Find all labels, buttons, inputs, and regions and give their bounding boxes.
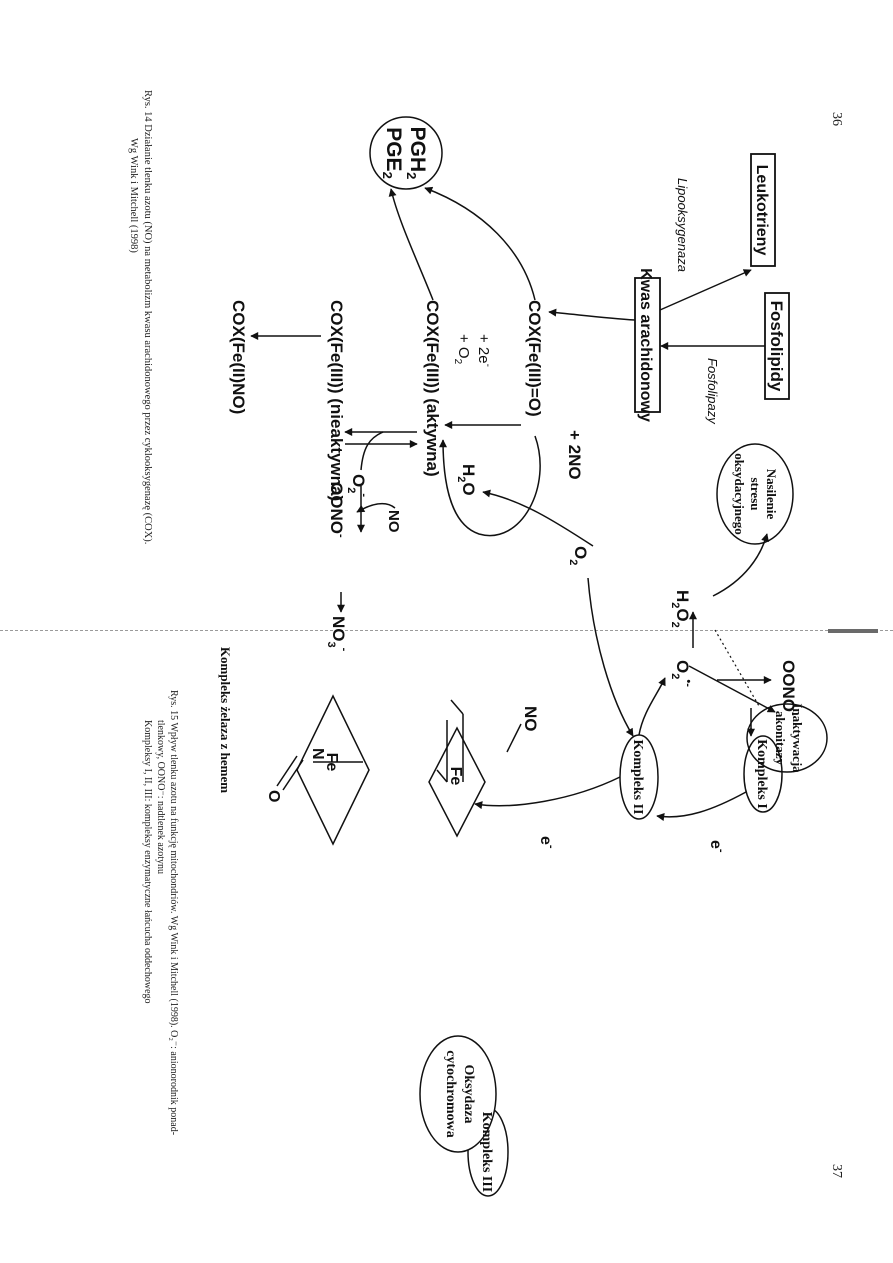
cox-nieaktywna-label: COX(Fe(III)) (nieaktywna): [327, 300, 346, 501]
oksydaza-label-line1: Oksydaza: [461, 1064, 476, 1123]
arrow-k2-o2radical: [638, 677, 666, 736]
o2-radical-label: O2-: [345, 474, 370, 497]
plus-2e-label: + 2e-: [475, 334, 493, 367]
arrow-cox-aktywna-pg: [388, 188, 434, 301]
fig14-caption-line1: Rys. 14 Działanie tlenku azotu (NO) na m…: [142, 90, 153, 544]
nasilenie-ellipse: [716, 443, 794, 545]
arrow-o2radical-inaktywacja: [688, 665, 776, 713]
arrow-h2o2-inaktywacja: [714, 629, 760, 707]
nasilenie-label-line3: oksydacyjnego: [732, 453, 747, 535]
o2-label: O2: [567, 546, 590, 565]
arrow-o2-h2o: [482, 489, 594, 547]
fosfolipazy-label: Fosfolipazy: [705, 358, 720, 425]
nasilenie-label-line1: Nasilenie: [764, 469, 779, 520]
kompleks-ii-label: Kompleks II: [630, 739, 645, 814]
equilibrium-barb-2: [436, 769, 448, 783]
heme-diamond-top: [428, 726, 486, 838]
e1-label: e-: [707, 840, 727, 853]
kwas-arachidonowy-box: [634, 277, 661, 413]
leukotrieny-box: [750, 153, 776, 267]
arrow-superoxide-release: [360, 431, 384, 471]
arrow-kwas-leukotrieny: [659, 269, 752, 311]
oksydaza-label-line2: cytochromowa: [443, 1050, 458, 1138]
kwas-arachidonowy-label: Kwas arachidonowy: [637, 268, 654, 422]
o-atom-label: O: [265, 790, 282, 802]
e2-label: e-: [537, 836, 557, 849]
equilibrium-barb-1: [450, 699, 464, 715]
arrow-h2o2-nasilenie: [712, 533, 769, 597]
kompleks-i-ellipse: [743, 735, 783, 813]
pgh2-label: PGH2: [404, 127, 429, 180]
fosfolipidy-label: Fosfolipidy: [767, 301, 786, 392]
oono-label: OONO-: [327, 482, 347, 538]
plus-o2-label: + O2: [452, 334, 472, 365]
lipooksygenaza-label: Lipooksygenaza: [675, 178, 690, 272]
pgh2-pge2-circle: [369, 116, 443, 190]
kompleks-i-label: Kompleks I: [754, 739, 769, 809]
no-bracket: [506, 723, 522, 753]
nasilenie-label-line2: stresu: [748, 478, 763, 511]
n-o-bond-1: [282, 759, 304, 791]
cox-aktywna-label: COX(Fe(III)) (aktywna): [423, 300, 442, 477]
pge2-label: PGE2: [380, 127, 405, 179]
arrow-k2-oksydaza: [474, 776, 621, 810]
oono-label-15: OONO-: [779, 660, 799, 716]
leukotrieny-label: Leukotrieny: [753, 165, 770, 256]
oksydaza-ellipse: [419, 1035, 497, 1153]
arrow-k1-k2: [656, 791, 747, 821]
scan-divider: [0, 630, 893, 631]
arrow-o2-k2: [587, 577, 634, 737]
arrow-coxfeo-pg-top: [424, 186, 536, 301]
fig14-caption-line2: Wg Wink i Mitchell (1998): [128, 138, 139, 253]
o2-radical-label-15: O2•-: [669, 660, 694, 687]
kompleks-iii-label: Kompleks III: [479, 1112, 494, 1193]
fig15-caption-line3: Kompleksy I, II, III: kompleksy enzymaty…: [142, 720, 153, 1004]
fe-top-label: Fe: [447, 767, 464, 786]
cox-fe-o-label: COX(Fe(III)=O): [525, 300, 544, 417]
page-number-37: 37: [829, 1164, 844, 1178]
h2o2-label: H2O2: [669, 590, 692, 628]
fig15-caption-line1: Rys. 15 Wpływ tlenku azotu na funkcję mi…: [168, 690, 179, 1135]
fig15-caption-line2: tlenkowy, OONO⁻: nadtlenek azotynu: [155, 720, 166, 874]
no-label-15: NO: [521, 706, 540, 732]
plus-2no-label: + 2NO: [565, 430, 584, 480]
cox-fe-no-label: COX(Fe(II)NO): [229, 300, 248, 414]
inaktywacja-ellipse: [746, 703, 828, 773]
h2o-label: H2O: [455, 464, 478, 496]
scan-divider-end: [828, 629, 878, 633]
page-number-36: 36: [829, 112, 844, 126]
inaktywacja-label-line2: akonitazy: [773, 711, 788, 766]
heme-caption: Kompleks żelaza z hemem: [218, 647, 233, 793]
n-o-bond-2: [276, 755, 298, 787]
no3-label: NO3-: [325, 616, 350, 652]
n-atom-label: N: [309, 748, 326, 760]
no-label: NO: [385, 510, 402, 533]
arrow-kwas-coxfeo: [548, 308, 636, 321]
arrow-2no-loop: [439, 435, 541, 537]
inaktywacja-label-line1: Inaktywacja: [790, 703, 805, 773]
